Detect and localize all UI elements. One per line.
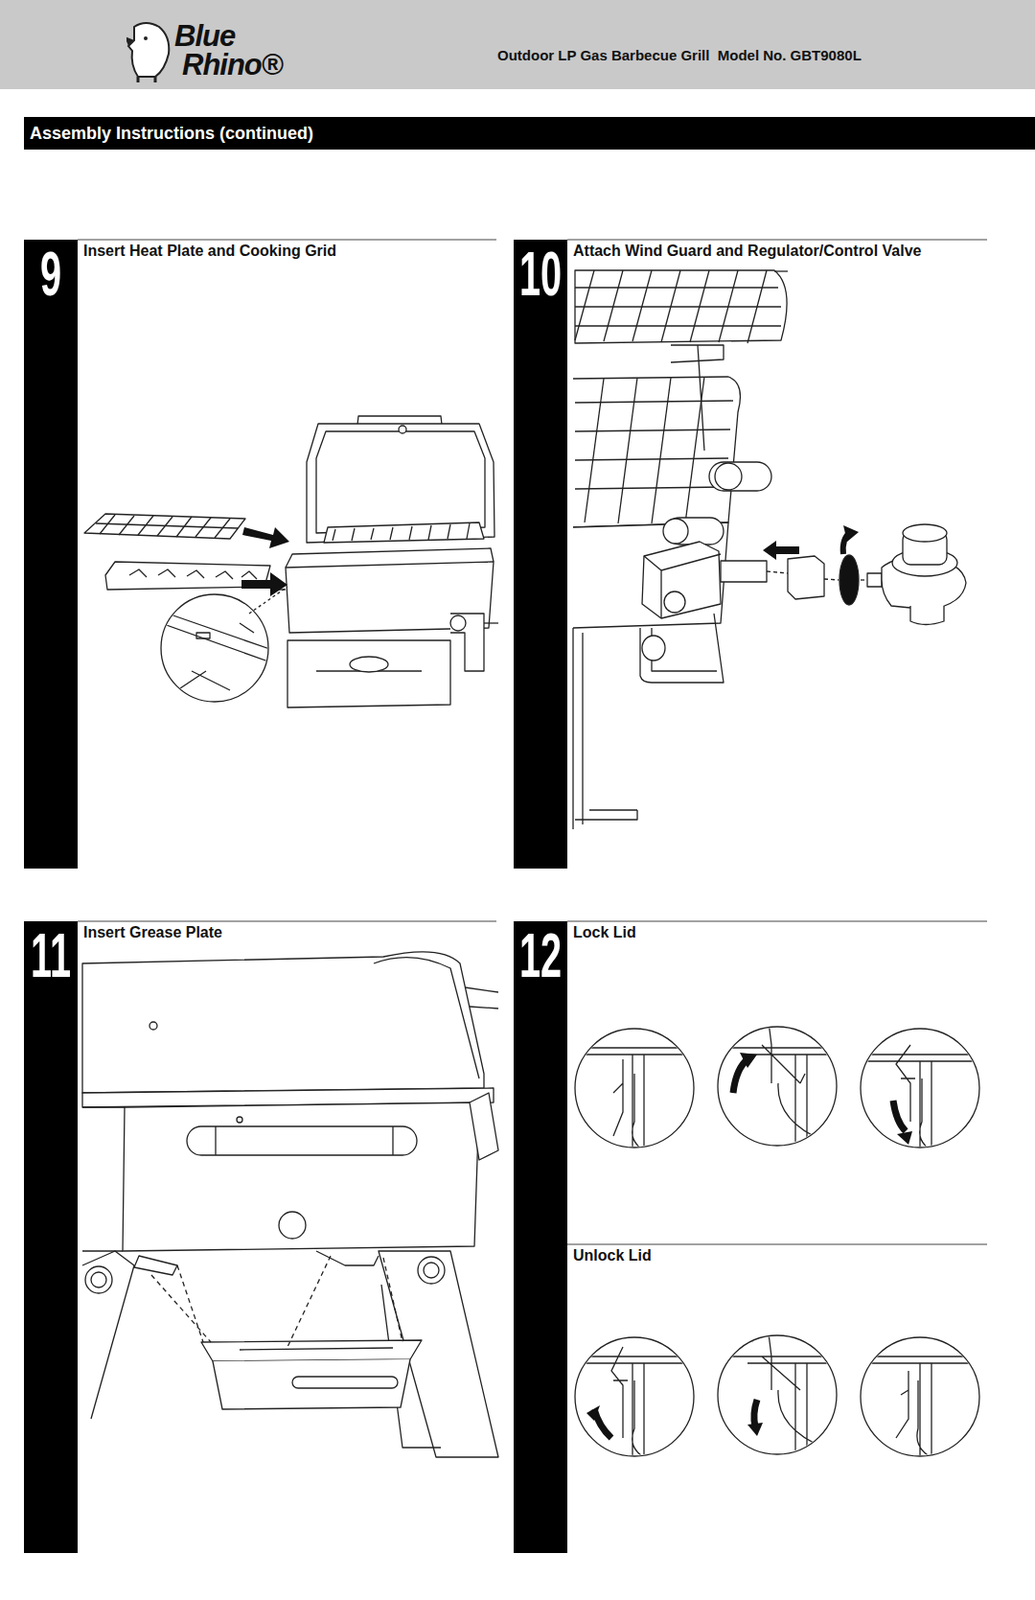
logo-icon (126, 17, 175, 85)
header-title: Outdoor LP Gas Barbecue Grill Model No. … (497, 46, 862, 64)
section-bar: Assembly Instructions (continued) (23, 116, 1035, 150)
step-heading: Attach Wind Guard and Regulator/Control … (573, 242, 921, 260)
step-heading: Lock Lid (573, 923, 637, 942)
step-band: 11Insert Grease Plate (23, 920, 78, 1553)
step-number: 10 (519, 243, 562, 305)
step-heading: Insert Heat Plate and Cooking Grid (83, 242, 337, 260)
step-heading: Insert Grease Plate (83, 923, 223, 942)
step-band: 9Insert Heat Plate and Cooking Grid (23, 239, 78, 869)
logo-text: Rhino® (182, 47, 283, 83)
step-heading: Unlock Lid (573, 1246, 652, 1265)
section-title: Assembly Instructions (continued) (29, 123, 314, 144)
step-band: 12Lock LidUnlock Lid (513, 920, 568, 1553)
step-number: 9 (40, 243, 62, 305)
step-number: 11 (30, 924, 71, 987)
step-band: 10Attach Wind Guard and Regulator/Contro… (513, 239, 568, 869)
step-number: 12 (519, 924, 562, 987)
